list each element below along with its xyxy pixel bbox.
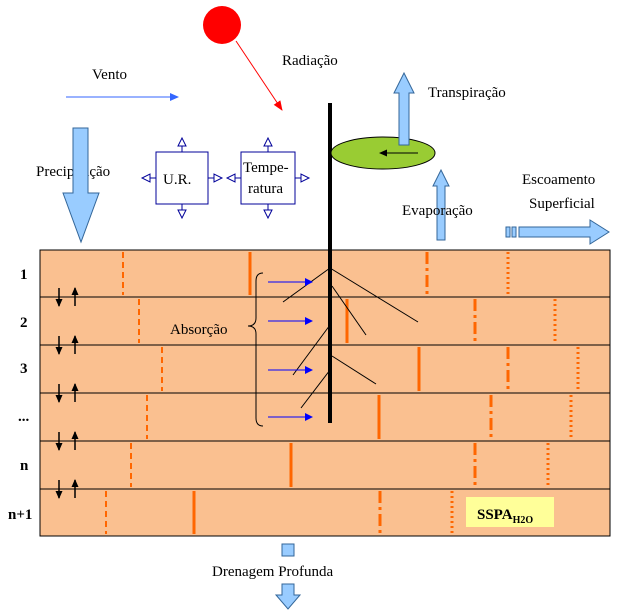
drainage-arrow-top — [281, 543, 295, 557]
runoff-arrow — [518, 219, 610, 245]
runoff-label-line2: Superficial — [529, 196, 595, 212]
relative-humidity-symbol: U.R. — [140, 136, 224, 220]
layer-label-n: n — [20, 458, 29, 474]
absorption-brace — [247, 272, 264, 427]
precipitation-arrow — [62, 127, 100, 244]
exchange-arrow-5-6 — [55, 479, 79, 499]
soil-layer-ellipsis — [39, 392, 611, 442]
layer-label-1: 1 — [20, 267, 28, 283]
transpiration-arrow — [393, 71, 415, 146]
deep-drainage-label: Drenagem Profunda — [212, 564, 334, 580]
soil-layer-1 — [39, 249, 611, 298]
layer-label-n-plus-1: n+1 — [8, 507, 32, 523]
soil-profile — [39, 249, 611, 537]
relative-humidity-label: U.R. — [163, 172, 191, 188]
evaporation-label: Evaporação — [402, 203, 473, 219]
exchange-arrow-3-4 — [55, 383, 79, 403]
exchange-arrow-2-3 — [55, 335, 79, 355]
transpiration-label: Transpiração — [428, 85, 506, 101]
soil-layer-n — [39, 440, 611, 490]
radiation-label: Radiação — [282, 53, 338, 69]
layer-label-3: 3 — [20, 361, 28, 377]
sspa-label-main: SSPA — [477, 507, 513, 523]
absorption-arrows — [268, 278, 313, 421]
plant-roots — [282, 267, 419, 409]
soil-layer-3 — [39, 344, 611, 394]
layer-label-2: 2 — [20, 315, 28, 331]
absorption-label: Absorção — [170, 322, 227, 338]
exchange-arrow-4-5 — [55, 431, 79, 451]
temperature-symbol: Tempe- ratura — [225, 136, 311, 220]
sspa-label: SSPAH2O — [477, 507, 533, 526]
sspa-label-box — [466, 497, 554, 527]
sun-icon — [203, 6, 241, 44]
runoff-arrow-tail-2 — [511, 226, 517, 238]
layer-exchange-arrows — [55, 287, 79, 499]
runoff-label-line1: Escoamento — [522, 172, 595, 188]
radiation-arrow — [235, 40, 283, 111]
wind-label: Vento — [92, 67, 127, 83]
layer-label-ellipsis: ... — [18, 409, 30, 425]
runoff-arrow-tail-1 — [505, 226, 511, 238]
exchange-arrow-1-2 — [55, 287, 79, 307]
soil-layer-2 — [39, 296, 611, 346]
moisture-marks — [105, 252, 580, 534]
temperature-label-line1: Tempe- — [243, 160, 289, 176]
temperature-label-line2: ratura — [248, 181, 283, 197]
evaporation-arrow — [432, 168, 450, 241]
sspa-label-sub: H2O — [513, 515, 534, 526]
drainage-arrow-bottom — [274, 583, 302, 610]
